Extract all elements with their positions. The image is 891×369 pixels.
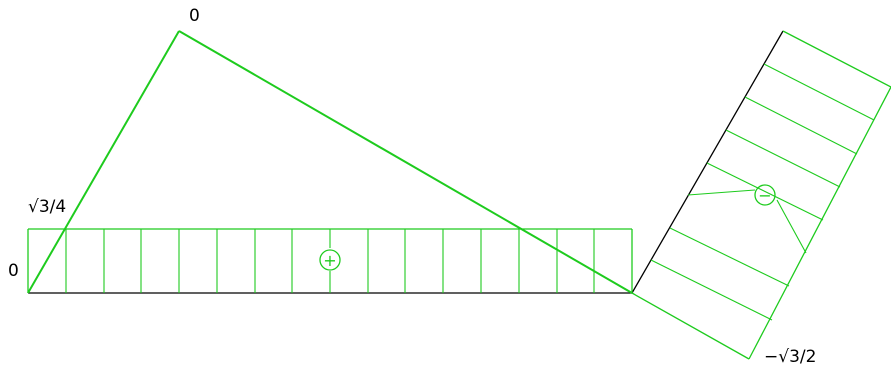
neg-outer-edge — [748, 86, 891, 360]
plus-sign-marker: + — [319, 249, 341, 271]
triangular-force-diagram — [27, 30, 633, 294]
triangle-left-edge — [27, 30, 180, 294]
plus-sign-text: + — [323, 251, 336, 270]
neg-hatching — [650, 63, 875, 321]
neg-bottom-edge — [631, 292, 750, 360]
rect-hatching — [65, 229, 595, 293]
label-left-zero: 0 — [8, 261, 19, 281]
diagonal-member — [631, 30, 784, 294]
label-neg-sqrt3-over-2: −√3/2 — [764, 347, 816, 367]
neg-top-edge — [782, 30, 891, 88]
negative-force-diagram — [631, 30, 891, 360]
label-top-zero: 0 — [189, 6, 200, 26]
minus-sign-marker: − — [754, 184, 776, 206]
triangle-right-edge — [178, 30, 633, 294]
positive-force-diagram — [27, 228, 633, 293]
minus-sign-text: − — [758, 186, 771, 205]
label-sqrt3-over-4: √3/4 — [28, 197, 66, 217]
